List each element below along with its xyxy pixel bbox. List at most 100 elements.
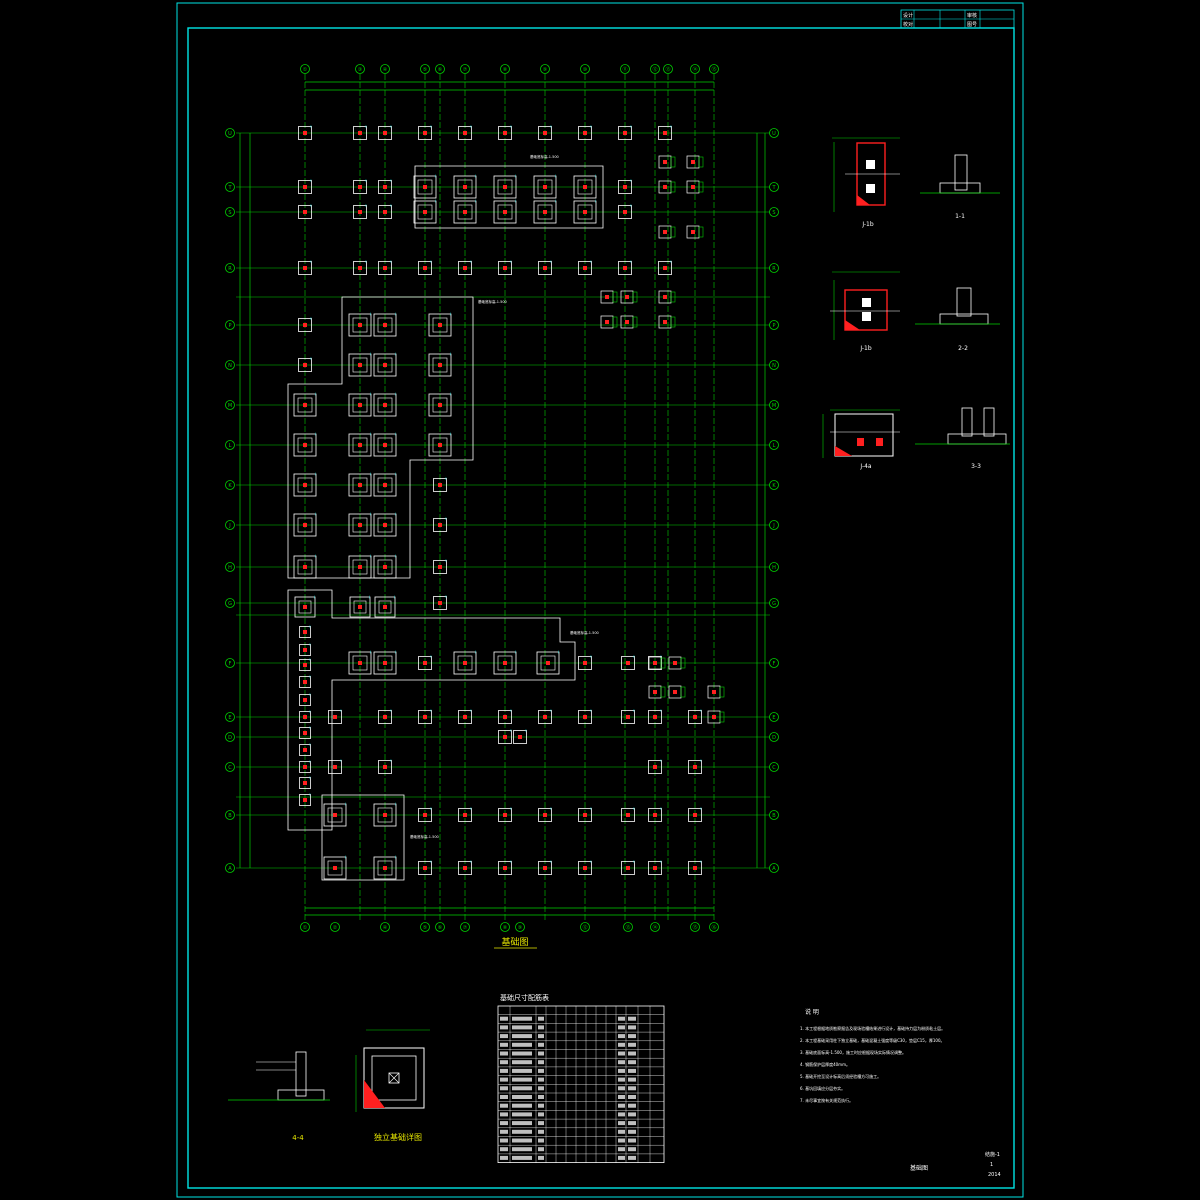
axis-label-right: L (773, 443, 776, 449)
sheet-year: 2014 (988, 1172, 1001, 1178)
footing-tag: J (314, 512, 316, 516)
axis-bubble-bottom (623, 922, 633, 932)
section-label: 4-4 (292, 1134, 304, 1142)
table-cell-text (512, 1042, 532, 1047)
axis-label-left: E (228, 715, 231, 721)
footing-tag: J (394, 650, 396, 654)
footing-pad (578, 656, 592, 670)
column-section (653, 866, 657, 870)
column-section (623, 210, 627, 214)
column-section (358, 605, 362, 609)
axis-label-bottom: ① (303, 925, 308, 931)
axis-bubble-right (769, 712, 779, 722)
footing-tag: J (445, 595, 447, 599)
footing-tag: J (314, 554, 316, 558)
table-cell-text (618, 1042, 625, 1047)
footing-tag: J (670, 125, 672, 129)
column-section (383, 185, 387, 189)
column-section (358, 523, 362, 527)
footing-tag: J (557, 650, 559, 654)
table-cell-text (538, 1103, 544, 1108)
column-section (358, 363, 362, 367)
enclosure-note: 基础底标高-1.500 (530, 154, 559, 159)
plan-title: 基础图 (501, 936, 528, 948)
footing-tag: J (700, 709, 702, 713)
footing-step (352, 357, 368, 373)
footing-tag: J (394, 352, 396, 356)
column-section (303, 680, 307, 684)
axis-bubble-right (769, 562, 779, 572)
axis-bubble-right (769, 520, 779, 530)
table-cell-text (628, 1086, 636, 1091)
footing-pad (648, 760, 662, 774)
axis-label-top: ⑧ (503, 67, 508, 73)
column-section (503, 715, 507, 719)
footing-tag: J (510, 807, 512, 811)
footing-tag: J (309, 693, 311, 697)
column-section (383, 443, 387, 447)
footing-tag: J (550, 807, 552, 811)
footing-pad (353, 261, 367, 275)
column-section (653, 690, 657, 694)
footing-pad (348, 393, 372, 417)
enclosure-note: 基础底标高-1.500 (570, 630, 599, 635)
axis-label-left: D (228, 735, 232, 741)
footing-pad (299, 777, 311, 789)
table-cell-text (500, 1086, 508, 1091)
column-section (303, 648, 307, 652)
footing-step (497, 179, 513, 195)
footing-pad (538, 126, 552, 140)
footing-pad (328, 710, 342, 724)
table-cell-text (500, 1034, 508, 1039)
axis-bubble-left (225, 658, 235, 668)
footing-pad (578, 126, 592, 140)
footing-step (352, 397, 368, 413)
footing-pad (373, 393, 397, 417)
table-cell-text (538, 1025, 544, 1030)
axis-label-left: G (228, 601, 232, 607)
footing-beam (670, 226, 676, 238)
column-section (303, 483, 307, 487)
footing-step (327, 860, 343, 876)
table-cell-text (618, 1112, 625, 1117)
column-section (333, 715, 337, 719)
axis-bubble-top (663, 64, 673, 74)
footing-tag: J (309, 743, 311, 747)
column-section (626, 715, 630, 719)
axis-label-top: ⑤ (423, 67, 427, 73)
table-cell-text (628, 1025, 636, 1030)
axis-bubble-top (650, 64, 660, 74)
column-section (463, 715, 467, 719)
footing-tag: J (365, 260, 367, 264)
footing-step (352, 317, 368, 333)
footing-pad (298, 318, 312, 332)
footing-pad (493, 175, 517, 199)
column-section (546, 661, 550, 665)
column-section (303, 403, 307, 407)
footing-tag: J (393, 595, 395, 599)
axis-bubble-left (225, 360, 235, 370)
footing-tag: J (430, 260, 432, 264)
column-section (712, 715, 716, 719)
footing-pad (299, 711, 311, 723)
column-section (543, 131, 547, 135)
column-section (333, 866, 337, 870)
column-section (583, 661, 587, 665)
column-section (543, 266, 547, 270)
footing-beam (670, 156, 676, 168)
column-section (383, 866, 387, 870)
column-section (438, 403, 442, 407)
axis-bubble-right (769, 320, 779, 330)
column-section (543, 185, 547, 189)
axis-bubble-top (580, 64, 590, 74)
column-section (423, 131, 427, 135)
footing-tag: J (369, 650, 371, 654)
footing-pad (373, 803, 397, 827)
axis-bubble-left (225, 562, 235, 572)
footing-tag: J (310, 125, 312, 129)
footing-tag: J (314, 432, 316, 436)
table-cell-text (512, 1060, 532, 1065)
foundation-enclosure (287, 589, 576, 831)
footing-step (540, 655, 556, 671)
footing-tag: J (700, 807, 702, 811)
